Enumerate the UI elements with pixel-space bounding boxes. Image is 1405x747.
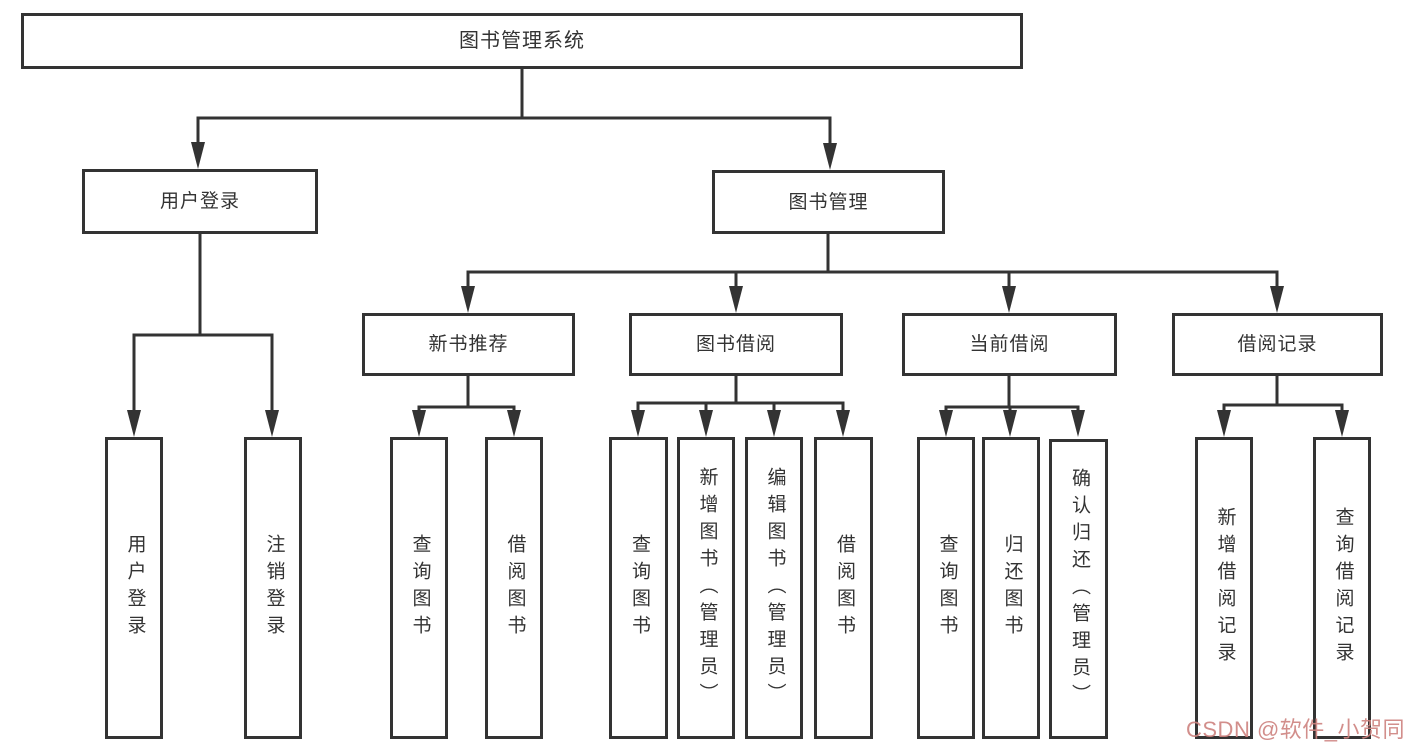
leaf-query-borrow-record: 查询借阅记录	[1313, 437, 1371, 739]
node-current-borrow-label: 当前借阅	[969, 334, 1050, 355]
node-new-book-recommend-label: 新书推荐	[428, 334, 509, 355]
leaf-borrow-books-label: 借阅图书	[833, 534, 855, 642]
leaf-edit-books-admin: 编辑图书（管理员）	[745, 437, 803, 739]
leaf-add-books-admin-label: 新增图书（管理员）	[696, 466, 718, 710]
leaf-recommend-borrow-books: 借阅图书	[485, 437, 543, 739]
leaf-logout: 注销登录	[244, 437, 302, 739]
leaf-recommend-borrow-books-label: 借阅图书	[504, 534, 526, 642]
leaf-add-borrow-record-label: 新增借阅记录	[1214, 507, 1236, 669]
leaf-edit-books-admin-label: 编辑图书（管理员）	[764, 466, 786, 710]
leaf-current-query-books: 查询图书	[917, 437, 975, 739]
leaf-confirm-return-admin-label: 确认归还（管理员）	[1068, 467, 1090, 711]
node-book-borrow-label: 图书借阅	[695, 334, 776, 355]
node-library-system-label: 图书管理系统	[459, 30, 585, 52]
node-user-login-label: 用户登录	[159, 191, 240, 212]
leaf-recommend-query-books: 查询图书	[390, 437, 448, 739]
leaf-add-borrow-record: 新增借阅记录	[1195, 437, 1253, 739]
leaf-confirm-return-admin: 确认归还（管理员）	[1049, 439, 1108, 739]
leaf-recommend-query-books-label: 查询图书	[409, 534, 431, 642]
node-borrow-records: 借阅记录	[1172, 313, 1383, 376]
node-borrow-records-label: 借阅记录	[1237, 334, 1318, 355]
leaf-borrow-query-books-label: 查询图书	[628, 534, 650, 642]
leaf-current-query-books-label: 查询图书	[936, 534, 958, 642]
leaf-return-books-label: 归还图书	[1001, 534, 1023, 642]
leaf-borrow-query-books: 查询图书	[609, 437, 668, 739]
arrowhead-icons	[127, 142, 1349, 437]
leaf-return-books: 归还图书	[982, 437, 1040, 739]
leaf-borrow-books: 借阅图书	[814, 437, 873, 739]
node-user-login: 用户登录	[82, 169, 318, 234]
leaf-query-borrow-record-label: 查询借阅记录	[1332, 507, 1354, 669]
node-library-system: 图书管理系统	[21, 13, 1023, 69]
node-new-book-recommend: 新书推荐	[362, 313, 575, 376]
leaf-logout-label: 注销登录	[263, 534, 285, 642]
node-book-management-label: 图书管理	[788, 191, 869, 213]
node-current-borrow: 当前借阅	[902, 313, 1117, 376]
node-book-management: 图书管理	[712, 170, 945, 234]
leaf-add-books-admin: 新增图书（管理员）	[677, 437, 735, 739]
csdn-watermark: CSDN @软件_小贺同学	[1186, 717, 1405, 742]
leaf-user-login: 用户登录	[105, 437, 163, 739]
node-book-borrow: 图书借阅	[629, 313, 843, 376]
leaf-user-login-label: 用户登录	[124, 534, 146, 642]
